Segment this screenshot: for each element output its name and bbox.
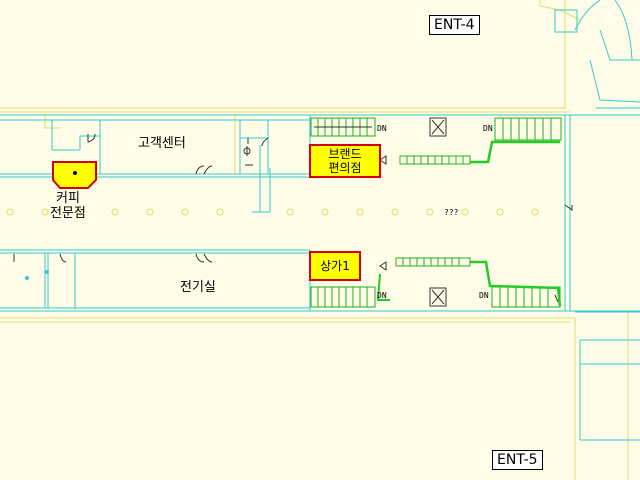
- unknown-mark: ???: [444, 208, 459, 217]
- coffee-shop-label-line2: 전문점: [50, 206, 86, 221]
- entrance-5-label: ENT-5: [492, 450, 543, 470]
- north-stairs: [310, 117, 562, 165]
- east-marker: [554, 294, 559, 303]
- convenience-store-line1: 브랜드: [328, 147, 362, 161]
- convenience-store-line2: 편의점: [328, 161, 362, 175]
- entrance-4-label: ENT-4: [429, 15, 480, 35]
- door-swings: [13, 133, 269, 263]
- stair-down-tag-nw: DN: [377, 124, 387, 133]
- coffee-shop-label-line1: 커피: [55, 191, 80, 206]
- convenience-store: 브랜드 편의점: [309, 144, 381, 178]
- stair-down-tag-ne: DN: [483, 124, 493, 133]
- customer-center-label: 고객센터: [138, 136, 186, 151]
- coffee-shop-shape: [52, 161, 97, 189]
- east-door: [564, 204, 573, 211]
- shop-1: 상가1: [309, 251, 361, 281]
- stair-down-tag-sw: DN: [377, 291, 387, 300]
- column-markers: [6, 208, 539, 280]
- electrical-room-label: 전기실: [180, 280, 216, 295]
- coffee-shop-label: 커피 전문점: [50, 191, 86, 221]
- stair-down-tag-se: DN: [479, 291, 489, 300]
- south-stairs: [310, 257, 562, 308]
- concourse-walls: [0, 0, 640, 441]
